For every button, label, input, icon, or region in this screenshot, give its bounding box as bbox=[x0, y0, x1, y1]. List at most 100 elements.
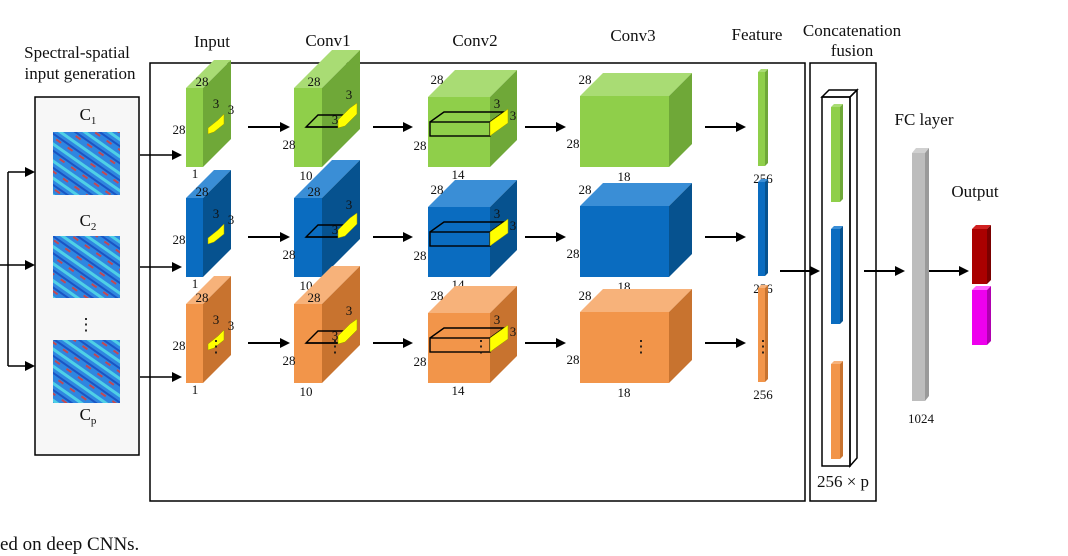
conv3-header: Conv3 bbox=[610, 26, 655, 45]
input-width-label: 28 bbox=[173, 232, 186, 247]
conv3-block-orange bbox=[580, 289, 692, 383]
conv1-depth-label: 10 bbox=[300, 168, 313, 183]
concat-panel bbox=[809, 62, 877, 502]
concat-container bbox=[820, 88, 859, 468]
kernel-label-b: 3 bbox=[228, 318, 235, 333]
fc-dim-label: 1024 bbox=[908, 411, 935, 426]
generation-title-line2: input generation bbox=[25, 64, 136, 83]
output-bar-magenta bbox=[972, 286, 991, 345]
conv2-width-label: 28 bbox=[414, 354, 427, 369]
kernel-label-a: 3 bbox=[213, 96, 220, 111]
conv1-width-label: 28 bbox=[283, 247, 296, 262]
conv2-kernel-b: 3 bbox=[510, 324, 517, 339]
dots-conv2: ⋮ bbox=[473, 337, 490, 356]
conv2-kernel-a: 3 bbox=[494, 96, 501, 111]
concat-dim-label: 256 × p bbox=[817, 472, 869, 491]
conv1-kernel-b: 3 bbox=[332, 328, 339, 343]
conv3-height-label: 28 bbox=[579, 72, 592, 87]
conv2-depth-label: 14 bbox=[452, 167, 466, 182]
feature-bar-green bbox=[758, 69, 768, 166]
conv2-kernel-blue bbox=[489, 218, 509, 247]
cnn-panel bbox=[149, 62, 806, 502]
conv3-width-label: 28 bbox=[567, 246, 580, 261]
conv1-width-label: 28 bbox=[283, 137, 296, 152]
concat-bar-green bbox=[831, 104, 843, 202]
feature-bar-orange bbox=[758, 285, 768, 382]
conv1-kernel-orange bbox=[337, 318, 358, 345]
conv2-height-label: 28 bbox=[431, 72, 444, 87]
channel-ellipsis: ⋮ bbox=[78, 315, 95, 334]
concat-bars bbox=[831, 104, 843, 459]
conv2-kernel-green bbox=[489, 108, 509, 137]
input-block-blue bbox=[186, 170, 231, 277]
conv2-height-label: 28 bbox=[431, 288, 444, 303]
conv2-block-blue bbox=[428, 180, 517, 277]
conv1-kernel-green bbox=[337, 102, 358, 129]
channel-label-2: C2 bbox=[80, 211, 97, 233]
conv2-kernel-b: 3 bbox=[510, 108, 517, 123]
conv3-block-blue bbox=[580, 183, 692, 277]
conv3-block-green bbox=[580, 73, 692, 167]
input-depth-label: 1 bbox=[192, 276, 199, 291]
input-depth-label: 1 bbox=[192, 166, 199, 181]
conv1-kernel-b: 3 bbox=[332, 222, 339, 237]
conv1-header: Conv1 bbox=[305, 31, 350, 50]
conv3-height-label: 28 bbox=[579, 182, 592, 197]
input-height-label: 28 bbox=[196, 184, 209, 199]
dots-conv1: ⋮ bbox=[327, 337, 344, 356]
conv1-height-label: 28 bbox=[308, 184, 321, 199]
concat-header-line2: fusion bbox=[831, 41, 874, 60]
kernel-label-b: 3 bbox=[228, 212, 235, 227]
conv3-width-label: 28 bbox=[567, 136, 580, 151]
conv2-kernel-a: 3 bbox=[494, 312, 501, 327]
input-kernel-orange bbox=[207, 329, 225, 351]
fc-layer-bar bbox=[912, 148, 929, 401]
dots-feature: ⋮ bbox=[755, 337, 772, 356]
input-header: Input bbox=[194, 32, 230, 51]
generation-title-line1: Spectral-spatial bbox=[24, 43, 130, 62]
kernel-label-a: 3 bbox=[213, 312, 220, 327]
conv2-width-label: 28 bbox=[414, 248, 427, 263]
input-split-lines bbox=[0, 172, 9, 366]
conv2-depth-label: 14 bbox=[452, 383, 466, 398]
input-height-label: 28 bbox=[196, 74, 209, 89]
input-kernel-green bbox=[207, 113, 225, 135]
input-width-label: 28 bbox=[173, 122, 186, 137]
conv2-kernel-b: 3 bbox=[510, 218, 517, 233]
conv3-depth-label: 18 bbox=[618, 169, 631, 184]
conv1-block-orange bbox=[294, 266, 360, 383]
spectral-image-1 bbox=[53, 132, 120, 195]
conv1-kernel-a: 3 bbox=[346, 197, 353, 212]
conv2-height-label: 28 bbox=[431, 182, 444, 197]
conv2-header: Conv2 bbox=[452, 31, 497, 50]
conv1-kernel-blue bbox=[337, 212, 358, 239]
input-block-orange bbox=[186, 276, 231, 383]
conv1-width-label: 28 bbox=[283, 353, 296, 368]
concat-bar-orange bbox=[831, 361, 843, 459]
feature-bar-blue bbox=[758, 179, 768, 276]
input-width-label: 28 bbox=[173, 338, 186, 353]
spectral-image-2 bbox=[53, 236, 120, 298]
input-block-green bbox=[186, 60, 231, 167]
conv3-width-label: 28 bbox=[567, 352, 580, 367]
channel-label-p: Cp bbox=[80, 405, 97, 427]
channel-label-1: C1 bbox=[80, 105, 97, 127]
input-height-label: 28 bbox=[196, 290, 209, 305]
conv1-block-blue bbox=[294, 160, 360, 277]
input-depth-label: 1 bbox=[192, 382, 199, 397]
conv2-kernel-a: 3 bbox=[494, 206, 501, 221]
conv2-width-label: 28 bbox=[414, 138, 427, 153]
conv1-kernel-a: 3 bbox=[346, 303, 353, 318]
conv2-kernel-orange bbox=[489, 324, 509, 353]
conv1-height-label: 28 bbox=[308, 290, 321, 305]
dots-input: ⋮ bbox=[208, 337, 225, 356]
output-header: Output bbox=[951, 182, 999, 201]
spectral-image-p bbox=[53, 340, 120, 403]
input-kernel-blue bbox=[207, 223, 225, 245]
conv1-kernel-b: 3 bbox=[332, 112, 339, 127]
